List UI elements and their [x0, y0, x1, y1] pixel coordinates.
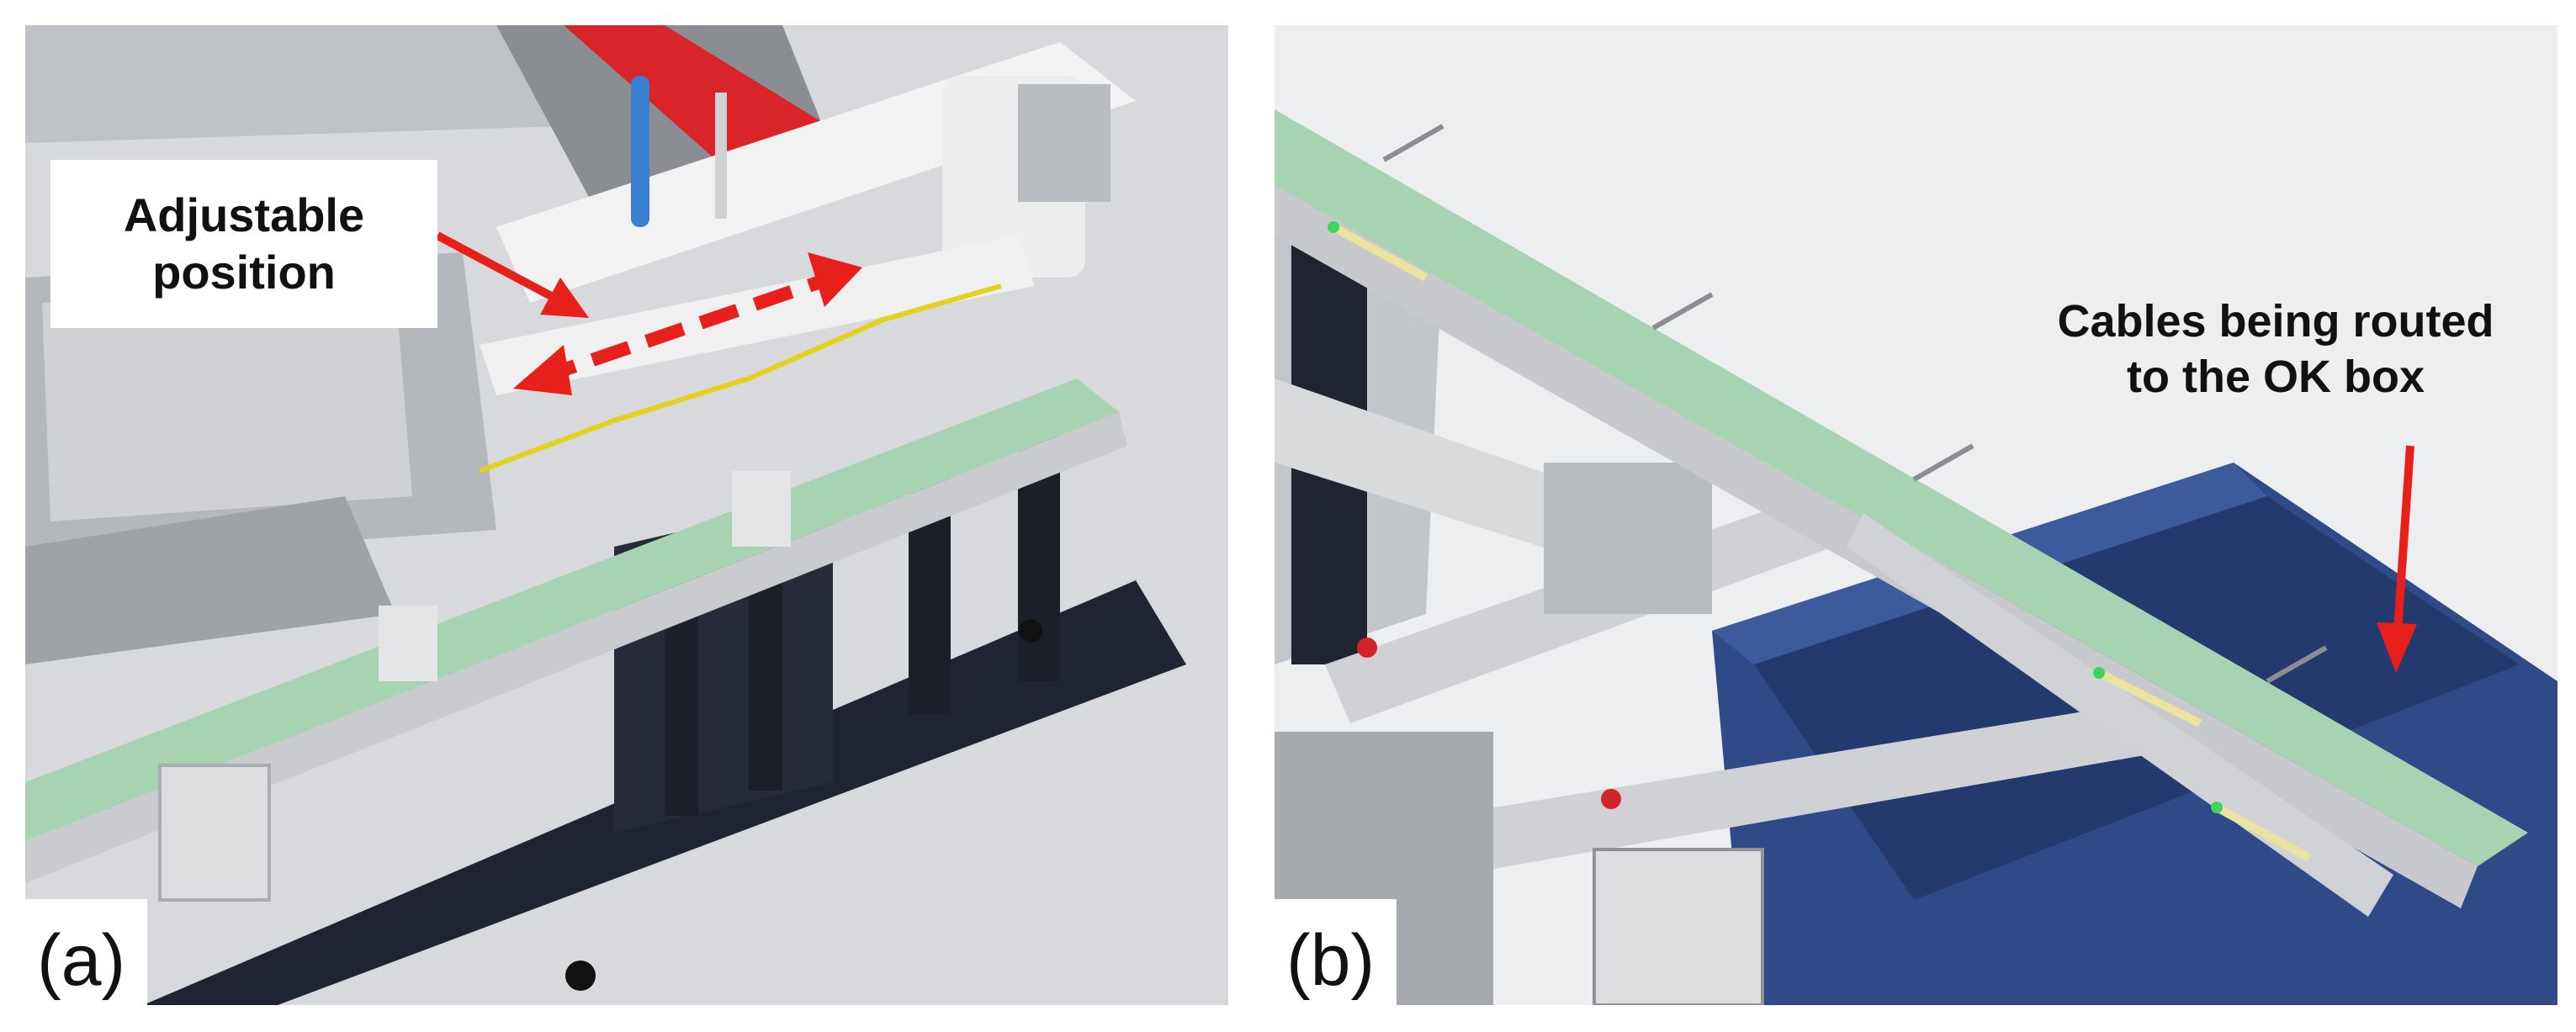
ok-box-callout: Cables being routed to the OK box	[1981, 294, 2557, 405]
callout-pointer-arrow	[435, 231, 566, 307]
adjustable-position-callout: Adjustable position	[50, 160, 437, 328]
panel-label-a: (a)	[25, 899, 148, 1005]
callout-line-1: Cables being routed	[2057, 296, 2494, 347]
cable-3	[2214, 803, 2312, 862]
callout-line-2: position	[152, 246, 336, 299]
yellow-cable	[478, 283, 1002, 474]
cable-1	[1331, 223, 1428, 282]
conveyor-belt	[25, 378, 1119, 841]
panel-label-b: (b)	[1275, 899, 1397, 1005]
panel-a-render: Adjustable position (a)	[25, 25, 1228, 1005]
conveyor-render-b	[1275, 25, 2557, 1005]
callout-line-2: to the OK box	[2127, 351, 2425, 402]
cable-2	[2096, 669, 2202, 728]
conveyor-render-a	[25, 25, 1228, 1005]
callout-pointer-arrow-b	[2393, 445, 2414, 632]
adjustable-range-arrow	[536, 271, 835, 385]
chute-guide	[1847, 513, 2393, 917]
callout-line-1: Adjustable	[123, 188, 365, 241]
panel-b-render: Cables being routed to the OK box (b)	[1275, 25, 2557, 1005]
inclined-conveyor-belt	[1275, 109, 2528, 866]
blue-pin	[631, 76, 649, 227]
